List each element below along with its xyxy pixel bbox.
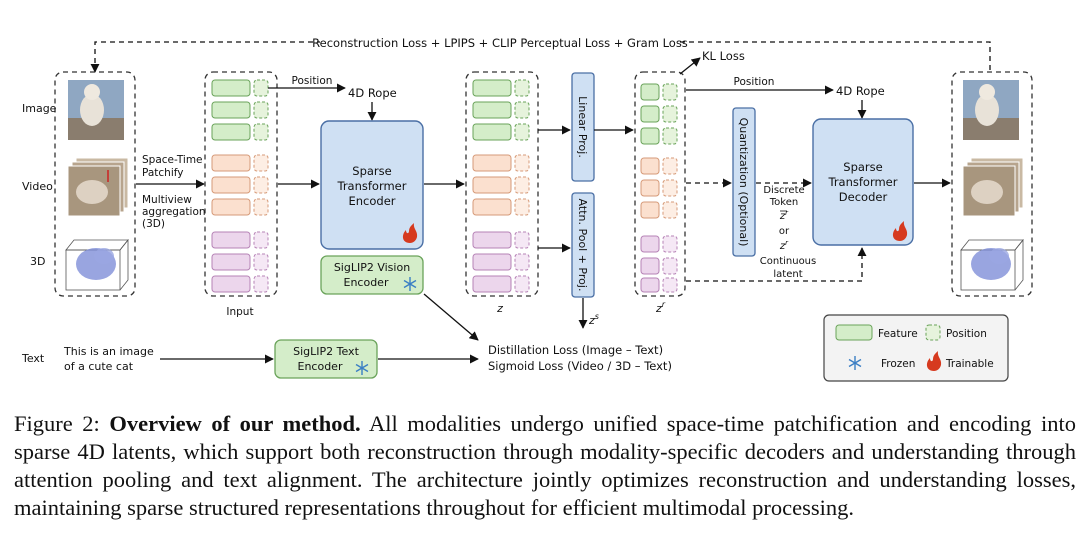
trainable-flame-icon bbox=[402, 223, 418, 243]
linear-proj-label: Linear Proj. bbox=[576, 96, 589, 158]
input-position-tokens bbox=[253, 79, 269, 293]
attn-pool-label: Attn. Pool + Proj. bbox=[576, 199, 589, 292]
decoder-line-1: Sparse bbox=[843, 160, 882, 174]
z-label: z bbox=[496, 302, 503, 315]
discrete-line-1: Discrete bbox=[763, 185, 804, 196]
input-video-thumbnail bbox=[67, 157, 129, 217]
multiview-line-3: (3D) bbox=[142, 218, 165, 230]
distillation-loss-label: Distillation Loss (Image – Text) bbox=[488, 343, 663, 357]
input-token-stack bbox=[204, 71, 278, 297]
decoder-position-label: Position bbox=[734, 76, 775, 88]
top-loss-label: Reconstruction Loss + LPIPS + CLIP Perce… bbox=[312, 36, 688, 50]
caption-prefix: Figure 2: bbox=[14, 411, 110, 436]
encoder-position-label: Position bbox=[292, 75, 333, 87]
method-diagram: Reconstruction Loss + LPIPS + CLIP Perce… bbox=[21, 36, 1033, 382]
sparse-transformer-encoder: Sparse Transformer Encoder bbox=[320, 120, 424, 250]
siglip-text-line-2: Encoder bbox=[298, 360, 343, 373]
input-feature-tokens bbox=[211, 79, 251, 293]
figure-caption: Figure 2: Overview of our method. All mo… bbox=[14, 410, 1076, 522]
output-image-thumbnail bbox=[963, 80, 1019, 140]
label-text: Text bbox=[21, 352, 45, 365]
continuous-line-2: latent bbox=[773, 269, 802, 280]
legend-snowflake-icon bbox=[848, 356, 862, 370]
zr-label: zr bbox=[655, 300, 666, 315]
input-label: Input bbox=[226, 306, 253, 318]
legend-flame-icon bbox=[926, 351, 942, 371]
attention-pool-projection: Attn. Pool + Proj. bbox=[571, 192, 595, 298]
input-image-thumbnail bbox=[68, 80, 124, 140]
text-encoder-snowflake-icon bbox=[355, 361, 369, 375]
kl-loss-label: KL Loss bbox=[702, 49, 745, 63]
encoder-line-2: Transformer bbox=[336, 179, 406, 193]
patchify-line-2: Patchify bbox=[142, 167, 183, 179]
output-3d-thumbnail bbox=[960, 238, 1024, 291]
decoder-rope-label: 4D Rope bbox=[836, 84, 885, 98]
quantization-label: Quantization (Optional) bbox=[737, 118, 750, 247]
siglip-vision-line-2: Encoder bbox=[344, 276, 389, 289]
label-video: Video bbox=[22, 180, 53, 193]
siglip-text-line-1: SigLIP2 Text bbox=[293, 345, 359, 358]
output-modalities bbox=[951, 71, 1033, 297]
label-image: Image bbox=[22, 102, 57, 115]
output-video-thumbnail bbox=[962, 157, 1024, 217]
caption-title: Overview of our method. bbox=[109, 411, 361, 436]
discrete-symbol: zr bbox=[779, 209, 789, 222]
top-loss-loop: Reconstruction Loss + LPIPS + CLIP Perce… bbox=[90, 36, 991, 73]
legend-feature: Feature bbox=[878, 328, 918, 340]
legend-trainable: Trainable bbox=[945, 358, 994, 370]
continuous-symbol: zr bbox=[779, 239, 789, 252]
sparse-transformer-decoder: Sparse Transformer Decoder bbox=[812, 118, 914, 246]
sigmoid-loss-label: Sigmoid Loss (Video / 3D – Text) bbox=[488, 359, 672, 373]
text-input-line-1: This is an image bbox=[63, 345, 154, 358]
multiview-line-1: Multiview bbox=[142, 194, 192, 206]
discrete-line-2: Token bbox=[769, 197, 798, 208]
encoder-line-1: Sparse bbox=[352, 164, 391, 178]
input-modalities bbox=[54, 71, 136, 297]
frozen-snowflake-icon bbox=[403, 277, 417, 291]
or-label: or bbox=[779, 226, 790, 237]
input-3d-thumbnail bbox=[65, 238, 129, 291]
siglip-text-encoder: SigLIP2 Text Encoder bbox=[274, 339, 378, 379]
encoder-line-3: Encoder bbox=[348, 194, 395, 208]
label-3d: 3D bbox=[30, 255, 45, 268]
patchify-line-1: Space-Time bbox=[142, 154, 203, 166]
linear-projection: Linear Proj. bbox=[571, 72, 595, 182]
text-input-line-2: of a cute cat bbox=[64, 360, 134, 373]
encoder-rope-label: 4D Rope bbox=[348, 86, 397, 100]
latent-z-stack bbox=[465, 71, 539, 297]
legend-frozen: Frozen bbox=[881, 358, 915, 370]
caption-body: All modalities undergo unified space-tim… bbox=[14, 411, 1076, 520]
latent-zr-stack bbox=[634, 71, 686, 297]
siglip-vision-line-1: SigLIP2 Vision bbox=[334, 261, 410, 274]
multiview-line-2: aggregation bbox=[142, 206, 206, 218]
legend: Feature Position Frozen Trainable bbox=[823, 314, 1009, 382]
decoder-line-2: Transformer bbox=[827, 175, 897, 189]
zs-label: zs bbox=[588, 312, 599, 327]
continuous-line-1: Continuous bbox=[760, 256, 816, 267]
siglip-vision-encoder: SigLIP2 Vision Encoder bbox=[320, 255, 424, 295]
quantization-block: Quantization (Optional) bbox=[732, 107, 756, 257]
decoder-line-3: Decoder bbox=[839, 190, 888, 204]
decoder-flame-icon bbox=[892, 221, 908, 241]
legend-position: Position bbox=[946, 328, 987, 340]
